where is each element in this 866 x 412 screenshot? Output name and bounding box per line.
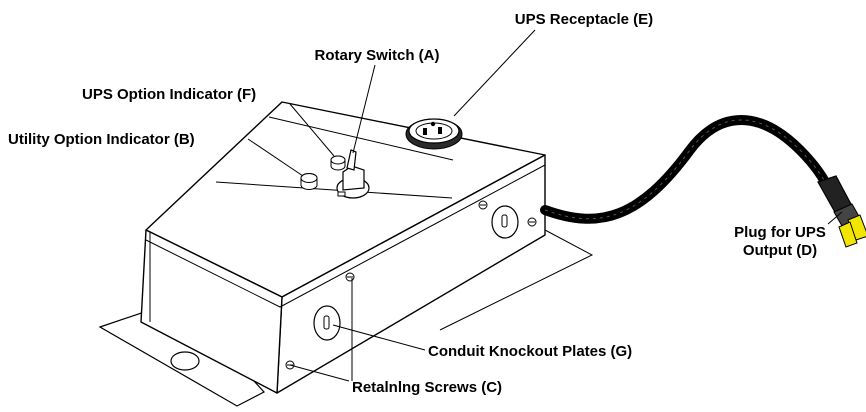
plug-label-line-1: Plug for UPS xyxy=(734,224,826,241)
ups-output-plug xyxy=(817,175,866,248)
ups-option-indicator-label: UPS Option Indicator (F) xyxy=(82,86,256,103)
mounting-flange-back xyxy=(439,229,594,331)
leader-ups-receptacle xyxy=(453,29,536,117)
retaining-screw-front-top xyxy=(345,272,355,282)
leader-conduit-knockout xyxy=(332,324,426,351)
retaining-screw-right-bottom xyxy=(527,217,537,227)
leader-utility-option-indicator xyxy=(247,138,304,177)
ups-receptacle xyxy=(405,118,463,150)
rotary-switch xyxy=(336,149,370,199)
leader-lines xyxy=(247,29,843,382)
leader-retaining-screw-lower xyxy=(289,364,350,382)
power-cord xyxy=(540,115,835,224)
leader-ups-option-indicator xyxy=(289,103,335,157)
knockout-plate-right xyxy=(491,205,519,239)
retaining-screws-label: Retalnlng Screws (C) xyxy=(352,379,502,396)
retaining-screw-right-top xyxy=(478,200,488,210)
ups-receptacle-label: UPS Receptacle (E) xyxy=(515,11,653,28)
plug-label-line-2: Output (D) xyxy=(743,242,817,259)
ups-option-indicator xyxy=(330,155,346,171)
utility-option-indicator xyxy=(300,173,318,190)
leader-rotary-switch xyxy=(352,64,376,154)
box-front-face xyxy=(140,229,283,394)
mounting-slot xyxy=(170,351,200,371)
utility-option-indicator-label: Utility Option Indicator (B) xyxy=(8,131,195,148)
rotary-switch-label: Rotary Switch (A) xyxy=(314,47,439,64)
enclosure-box xyxy=(140,101,546,394)
conduit-knockout-label: Conduit Knockout Plates (G) xyxy=(428,343,632,360)
knockout-plate-front xyxy=(313,305,341,341)
leader-plug xyxy=(827,211,843,225)
